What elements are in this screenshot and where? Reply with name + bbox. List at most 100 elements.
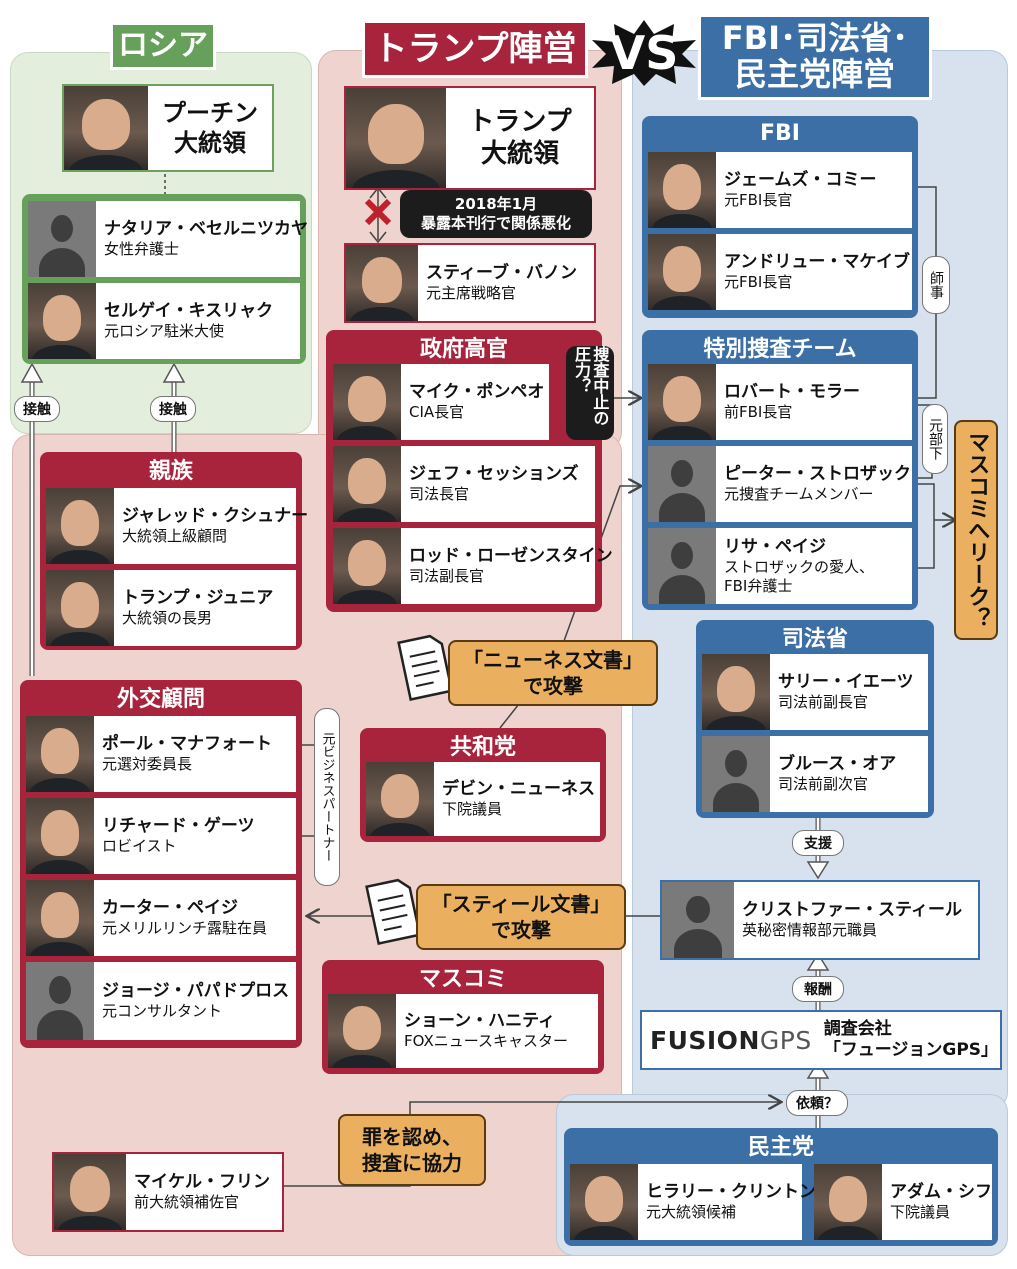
person-name: アンドリュー・マケイブ [724,252,910,272]
trump-camp-header: トランプ陣営 [362,20,588,78]
flynn-cooperation-label: 罪を認め、 捜査に協力 [338,1114,486,1186]
flynn-line1: 罪を認め、 [362,1125,462,1149]
person-photo [814,1164,882,1240]
person-role: 司法前副次官 [778,775,869,794]
person-role: 元捜査チームメンバー [724,485,874,504]
trump-photo [346,88,446,188]
subordinate-label: 元部下 [922,404,948,474]
person-role: 下院議員 [890,1203,951,1222]
feud-note: 2018年1月 暴露本刊行で関係悪化 [400,190,592,238]
person-name: ロバート・モラー [724,382,860,402]
contact-label: 接触 [150,396,196,422]
adviser-card: ポール・マナフォート元選対委員長 [26,716,296,792]
cross-icon [362,196,394,228]
officials-title: 政府高官 [419,337,508,362]
advisers-title: 外交顧問 [116,687,205,712]
adviser-card: リチャード・ゲーツロビイスト [26,798,296,874]
russia-header: ロシア [110,22,216,70]
person-name: リサ・ペイジ [724,536,826,557]
document-icon [394,630,454,702]
gop-card: デビン・ニューネス下院議員 [366,762,600,836]
silhouette-icon [28,201,96,277]
pressure-label: 捜査中止の圧力？ [566,346,614,440]
silhouette-icon [648,528,716,604]
official-card: ジェフ・セッションズ司法長官 [333,446,595,522]
fbi-header-line1: FBI･司法省･ [721,19,909,58]
steele-dossier-line2: で攻撃 [491,918,551,942]
silhouette-icon [702,736,770,812]
person-role: 英秘密情報部元職員 [742,921,878,940]
person-role: ストロザックの愛人、 [724,557,875,576]
putin-card: プーチン 大統領 [62,84,274,172]
person-photo [333,528,401,604]
putin-photo [64,86,148,170]
person-role: 大統領上級顧問 [122,527,228,546]
person-photo [328,994,396,1068]
adviser-card: ジョージ・パパドプロス元コンサルタント [26,962,296,1040]
person-role: ロビイスト [102,837,177,856]
person-name: カーター・ペイジ [102,898,238,918]
official-card: ロッド・ローゼンスタイン司法副長官 [333,528,613,604]
fusion-logo-light: GPS [759,1025,812,1055]
trump-name-2: 大統領 [480,139,559,169]
person-photo [26,798,94,874]
person-role-2: FBI弁護士 [724,576,793,595]
person-role: 司法前副長官 [778,693,869,712]
russia-person-card: ナタリア・ベセルニツカヤ女性弁護士 [28,201,308,277]
person-name: ポール・マナフォート [102,734,272,754]
special-team-title: 特別捜査チーム [703,337,857,362]
person-role: 元FBI長官 [724,191,793,210]
feud-note-line2: 暴露本刊行で関係悪化 [420,214,571,232]
fbi-card: ジェームズ・コミー元FBI長官 [648,152,912,228]
family-card: ジャレッド・クシュナー大統領上級顧問 [46,488,308,564]
steele-dossier-label: 「スティール文書」 で攻撃 [416,884,626,950]
person-name: サリー・イエーツ [778,672,914,692]
person-photo [54,1154,126,1230]
person-photo [46,488,114,564]
bannon-photo [346,245,418,321]
mentor-label: 師事 [922,256,950,314]
person-name: ヒラリー・クリントン [646,1182,816,1202]
fbi-card: アンドリュー・マケイブ元FBI長官 [648,234,912,310]
nunes-memo-label: 「ニューネス文書」 で攻撃 [448,640,658,706]
person-name: ショーン・ハニティ [404,1011,556,1031]
person-photo [28,283,96,359]
leak-text: マスコミへリーク？ [964,431,990,629]
person-name: マイク・ポンペオ [409,382,545,402]
vs-text: VS [609,26,679,80]
special-card: ロバート・モラー前FBI長官 [648,364,912,440]
special-card: ピーター・ストロザック元捜査チームメンバー [648,446,912,522]
person-role: 元選対委員長 [102,755,193,774]
trump-name-1: トランプ [468,106,572,137]
flynn-line2: 捜査に協力 [362,1151,462,1175]
fbi-camp-header: FBI･司法省･ 民主党陣営 [698,14,932,100]
person-role: 元ロシア駐米大使 [104,322,225,341]
person-name: ジェフ・セッションズ [409,464,579,484]
person-role: CIA長官 [409,403,465,422]
special-card: リサ・ペイジストロザックの愛人、FBI弁護士 [648,528,912,604]
doj-card: ブルース・オア司法前副次官 [702,736,928,812]
person-role: 大統領の長男 [122,609,213,628]
doj-title: 司法省 [781,627,848,652]
person-name: スティーブ・バノン [426,263,577,283]
request-label: 依頼？ [786,1090,848,1116]
trump-card: トランプ 大統領 [344,86,596,190]
person-name: ブルース・オア [778,754,897,774]
nunes-memo-line2: で攻撃 [523,674,583,698]
person-role: 下院議員 [442,800,503,819]
person-role: 元メリルリンチ露駐在員 [102,919,268,938]
pressure-text: 捜査中止の圧力？ [572,346,610,426]
person-photo [702,654,770,730]
fusion-line2: 「フュージョンGPS」 [823,1040,999,1060]
silhouette-icon [648,446,716,522]
contact-label: 接触 [14,396,60,422]
document-icon [362,874,422,946]
person-role: 元FBI長官 [724,273,793,292]
putin-name-1: プーチン [162,99,258,127]
person-name: ジェームズ・コミー [724,170,877,190]
person-name: ジョージ・パパドプロス [102,981,290,1001]
person-photo [26,716,94,792]
